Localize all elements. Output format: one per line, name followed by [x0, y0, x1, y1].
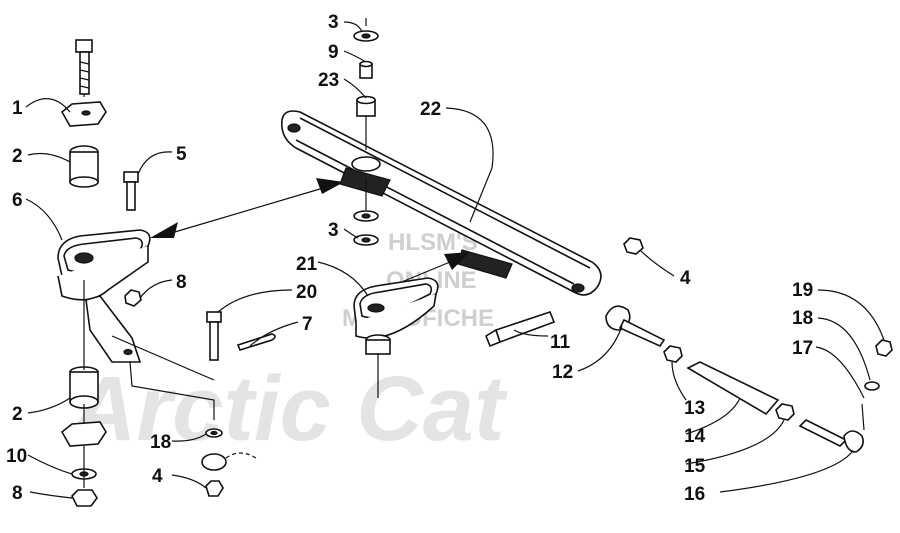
- callout-6: 6: [12, 190, 23, 211]
- callout-18-left: 18: [150, 432, 171, 453]
- callout-16: 16: [684, 484, 705, 505]
- callout-15: 15: [684, 456, 706, 477]
- callout-4-left: 4: [152, 466, 163, 487]
- left-post-assembly: [57, 39, 215, 507]
- callout-2-bottom: 2: [12, 404, 23, 425]
- callout-23: 23: [318, 70, 339, 91]
- callout-21: 21: [296, 254, 318, 275]
- callout-2-top: 2: [12, 146, 23, 167]
- assembly-arrow: [150, 178, 344, 238]
- callout-8-top: 8: [176, 272, 187, 293]
- callout-13: 13: [684, 398, 705, 419]
- callout-19: 19: [792, 280, 813, 301]
- callout-14: 14: [684, 426, 706, 447]
- tie-rod-end-group: [485, 305, 893, 453]
- callout-22: 22: [420, 99, 441, 120]
- lower-bolt-group: [201, 311, 276, 497]
- callout-12: 12: [552, 362, 573, 383]
- callout-8-bottom: 8: [12, 483, 23, 504]
- callout-10: 10: [6, 446, 27, 467]
- callout-1: 1: [12, 98, 23, 119]
- drag-link-assembly: [280, 18, 644, 296]
- callout-9: 9: [328, 42, 339, 63]
- callout-11: 11: [550, 332, 571, 353]
- callout-3-bottom: 3: [328, 220, 339, 241]
- callout-17: 17: [792, 338, 813, 359]
- watermark-brand: Arctic Cat: [68, 358, 508, 460]
- callout-4-right: 4: [680, 268, 691, 289]
- callout-7: 7: [302, 314, 313, 335]
- leader-lines: [25, 21, 885, 499]
- callout-18-right: 18: [792, 308, 813, 329]
- callout-labels: 1 2 5 6 8 20 7 2 10 8 18 4 3 9 23 22 3 2…: [6, 12, 813, 505]
- callout-20: 20: [296, 282, 317, 303]
- callout-5: 5: [176, 144, 187, 165]
- callout-3-top: 3: [328, 12, 339, 33]
